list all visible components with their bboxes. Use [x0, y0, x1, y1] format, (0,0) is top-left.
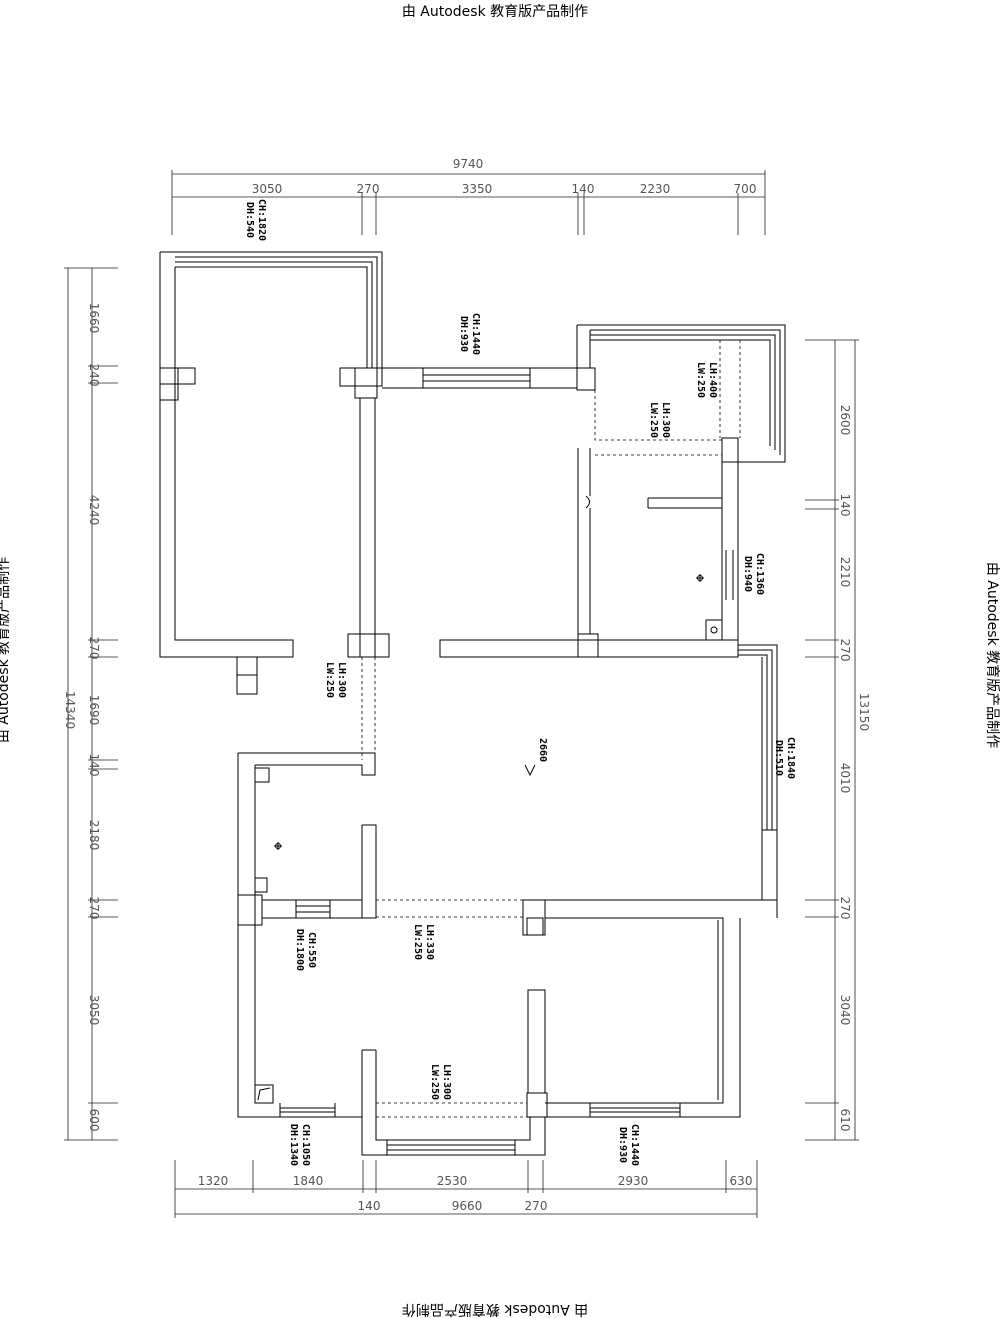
annotation-label: CH:550 — [306, 932, 317, 968]
annotation-label: CH:1050 — [300, 1124, 311, 1166]
annotation-label: LH:300 — [441, 1064, 452, 1100]
ceiling-height-label: 2660 — [537, 738, 548, 762]
dim-top: 3050 — [252, 182, 283, 196]
annotation-label: LH:400 — [707, 362, 718, 398]
left-dimensions: 1660 240 4240 270 1690 140 2180 270 3050 600 14340 — [63, 303, 101, 1132]
walls — [159, 251, 786, 1156]
dim-top: 270 — [357, 182, 380, 196]
dim-right: 140 — [838, 494, 852, 517]
dim-right: 2210 — [838, 557, 852, 588]
dim-bottom-small: 140 — [358, 1199, 381, 1213]
dim-right: 270 — [838, 897, 852, 920]
dim-right: 3040 — [838, 995, 852, 1026]
annotation-label: CH:1440 — [629, 1124, 640, 1166]
annotation-label: CH:1840 — [785, 737, 796, 779]
annotation-label: DH:940 — [742, 556, 753, 592]
annotation-label: LW:250 — [648, 402, 659, 438]
dim-left: 4240 — [87, 495, 101, 526]
dim-bottom: 1320 — [198, 1174, 229, 1188]
watermark-bottom: 由 Autodesk 教育版产品制作 — [402, 1301, 588, 1317]
dim-right: 270 — [838, 639, 852, 662]
dim-bottom-small: 270 — [525, 1199, 548, 1213]
dim-right: 610 — [838, 1109, 852, 1132]
annotation-label: DH:1340 — [288, 1124, 299, 1166]
dim-bottom: 630 — [730, 1174, 753, 1188]
annotation-label: CH:1820 — [256, 199, 267, 241]
watermark-left: 由 Autodesk 教育版产品制作 — [0, 557, 12, 743]
dim-top-total: 9740 — [453, 157, 484, 171]
annotation-label: DH:1800 — [294, 929, 305, 971]
annotation-label: CH:1440 — [470, 313, 481, 355]
annotation-label: LH:300 — [660, 402, 671, 438]
watermark-top: 由 Autodesk 教育版产品制作 — [402, 4, 588, 20]
annotation-label: DH:510 — [773, 740, 784, 776]
annotation-label: DH:930 — [458, 316, 469, 352]
dim-top: 700 — [734, 182, 757, 196]
dim-left: 2180 — [87, 820, 101, 851]
right-dimensions: 2600 140 2210 270 4010 270 3040 610 13150 — [838, 405, 871, 1132]
dim-bottom: 1840 — [293, 1174, 324, 1188]
dim-left: 3050 — [87, 995, 101, 1026]
dimension-lines — [64, 170, 859, 1218]
dim-left-total: 14340 — [63, 691, 77, 729]
annotation-label: LH:300 — [336, 662, 347, 698]
annotation-label: LW:250 — [324, 662, 335, 698]
annotation-label: LW:250 — [429, 1064, 440, 1100]
dim-left: 270 — [87, 637, 101, 660]
dim-left: 1660 — [87, 303, 101, 334]
dim-bottom: 2930 — [618, 1174, 649, 1188]
dim-right: 2600 — [838, 405, 852, 436]
bottom-dimensions: 1320 1840 2530 2930 630 140 9660 270 — [198, 1174, 753, 1213]
dim-right-total: 13150 — [857, 693, 871, 731]
dim-bottom: 2530 — [437, 1174, 468, 1188]
top-dimensions: 9740 3050 270 3350 140 2230 700 — [252, 157, 757, 196]
annotation-label: DH:540 — [244, 202, 255, 238]
dim-top: 3350 — [462, 182, 493, 196]
dim-top: 140 — [572, 182, 595, 196]
annotation-label: LW:250 — [412, 924, 423, 960]
annotation-label: CH:1360 — [754, 553, 765, 595]
annotations: CH:1820DH:540CH:1440DH:930LH:400LW:250LH… — [244, 199, 796, 1166]
dim-left: 1690 — [87, 695, 101, 726]
dim-left: 140 — [87, 754, 101, 777]
dim-left: 240 — [87, 364, 101, 387]
dim-top: 2230 — [640, 182, 671, 196]
dim-bottom-total: 9660 — [452, 1199, 483, 1213]
annotation-label: LW:250 — [695, 362, 706, 398]
annotation-label: LH:330 — [424, 924, 435, 960]
dim-left: 270 — [87, 897, 101, 920]
dim-left: 600 — [87, 1109, 101, 1132]
dim-right: 4010 — [838, 763, 852, 794]
watermark-right: 由 Autodesk 教育版产品制作 — [984, 562, 1000, 748]
annotation-label: DH:930 — [617, 1127, 628, 1163]
